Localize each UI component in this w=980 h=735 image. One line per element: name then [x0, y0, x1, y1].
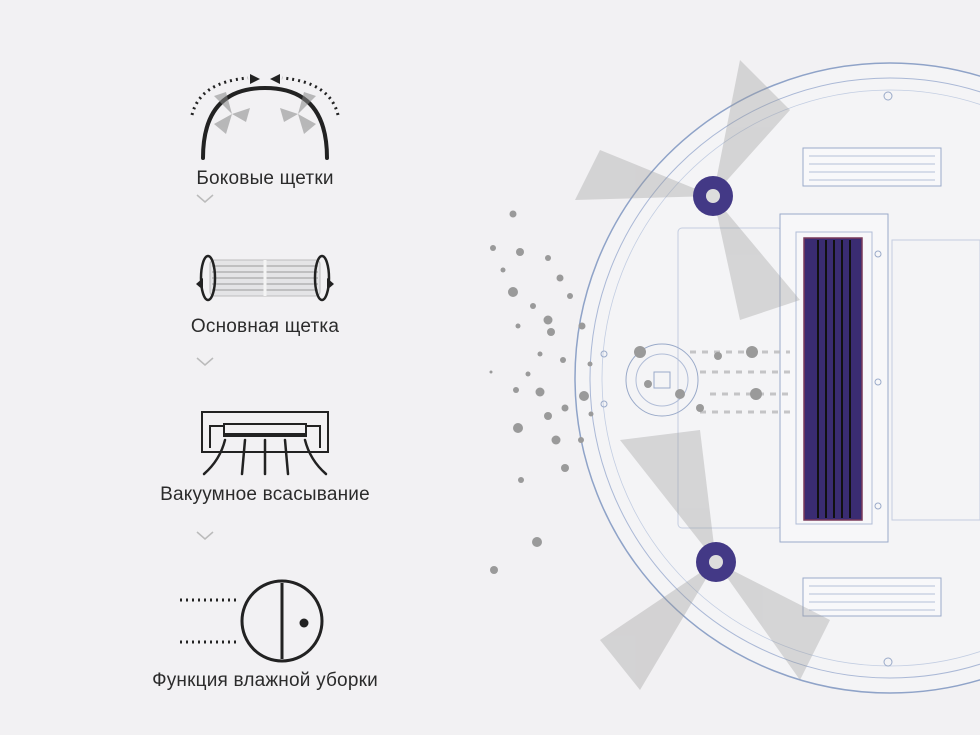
chevron-down-icon — [196, 194, 214, 203]
chevron-down-icon — [196, 357, 214, 366]
side-brushes-label: Боковые щетки — [196, 168, 334, 189]
side-brushes-icon — [190, 74, 340, 160]
feature-side-brushes: Боковые щетки — [110, 70, 420, 190]
vacuum-suction-label: Вакуумное всасывание — [160, 484, 370, 505]
main-brush-icon — [196, 254, 334, 302]
feature-vacuum-suction: Вакуумное всасывание — [110, 408, 420, 506]
main-brush-label: Основная щетка — [190, 316, 340, 337]
vacuum-suction-icon — [201, 411, 329, 476]
feature-main-brush: Основная щетка — [110, 248, 420, 338]
wet-cleaning-icon — [180, 579, 324, 663]
wet-cleaning-label: Функция влажной уборки — [152, 670, 378, 691]
feature-wet-cleaning: Функция влажной уборки — [110, 578, 420, 692]
robot-vacuum-illustration — [489, 60, 980, 694]
chevron-down-icon — [196, 531, 214, 540]
